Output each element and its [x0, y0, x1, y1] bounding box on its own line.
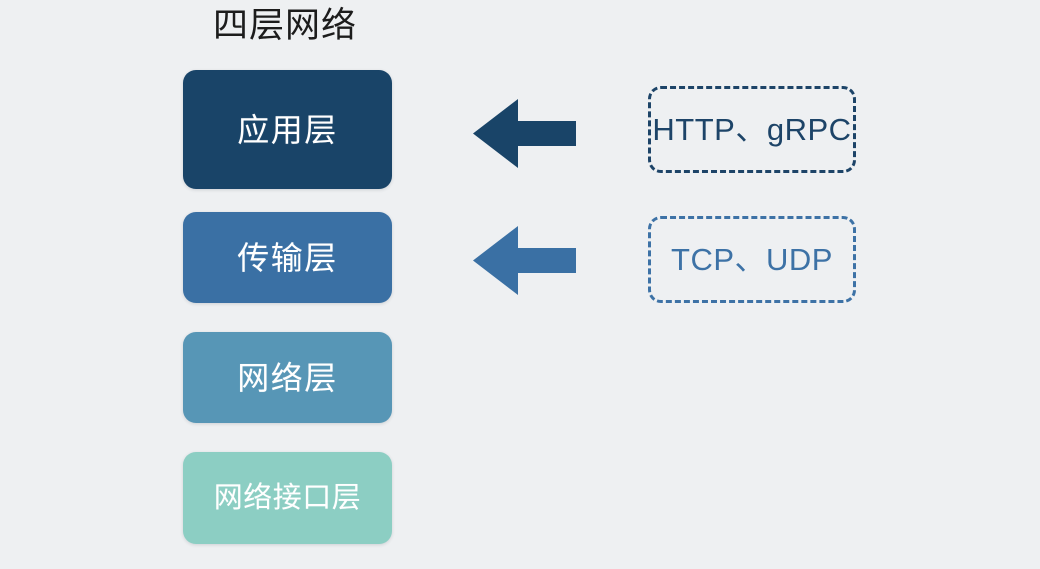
layer-box-transport[interactable]: 传输层: [183, 212, 392, 303]
layer-label-application: 应用层: [237, 111, 338, 148]
protocol-label-transport: TCP、UDP: [671, 242, 833, 277]
left-arrow-icon-application: [473, 97, 576, 170]
protocol-box-application[interactable]: HTTP、gRPC: [648, 86, 856, 173]
left-arrow-icon-transport: [473, 224, 576, 297]
layer-box-network-interface[interactable]: 网络接口层: [183, 452, 392, 544]
layer-box-network[interactable]: 网络层: [183, 332, 392, 423]
protocol-box-transport[interactable]: TCP、UDP: [648, 216, 856, 303]
layer-label-transport: 传输层: [237, 239, 338, 276]
layer-label-network: 网络层: [237, 359, 338, 396]
layer-label-network-interface: 网络接口层: [213, 482, 362, 514]
protocol-label-application: HTTP、gRPC: [652, 112, 852, 147]
layer-box-application[interactable]: 应用层: [183, 70, 392, 189]
page-title: 四层网络: [213, 6, 358, 45]
